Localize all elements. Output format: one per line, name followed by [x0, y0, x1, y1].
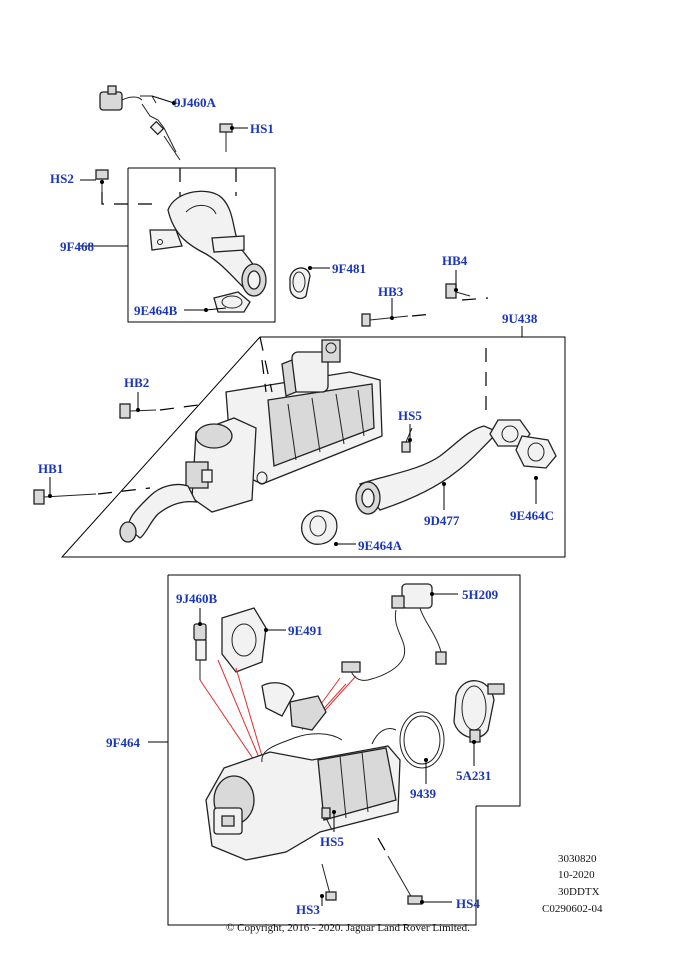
bolt-hb1 [33, 489, 97, 505]
clamp-9f481 [289, 267, 311, 300]
callout-hb3: HB3 [378, 284, 404, 299]
callout-9e464b: 9E464B [134, 303, 178, 318]
callout-9e491: 9E491 [288, 623, 323, 638]
callout-5h209: 5H209 [462, 587, 499, 602]
callout-hs4: HS4 [456, 896, 480, 911]
callout-9e464c: 9E464C [510, 508, 554, 523]
callout-9f464: 9F464 [106, 735, 140, 750]
ref-illustration-code: C0290602-04 [542, 903, 603, 915]
gasket-9e464c [489, 419, 557, 469]
egr-valve-assembly-9f464-frame [167, 574, 521, 926]
bolt-hb3 [361, 313, 409, 327]
egr-pipe-9f468-box [80, 167, 276, 323]
egr-cooler-body [119, 339, 383, 543]
egr-pipe-9d477 [355, 425, 500, 515]
ref-date: 10-2020 [558, 869, 595, 881]
bolt-hs4 [387, 855, 423, 905]
bolt-hb2 [119, 403, 157, 419]
bolt-hs5-top [401, 427, 413, 453]
ref-number: 3030820 [558, 853, 597, 865]
bolt-hb4 [445, 283, 471, 299]
callout-9j460b: 9J460B [176, 591, 218, 606]
copyright-notice: © Copyright, 2016 - 2020. Jaguar Land Ro… [226, 922, 470, 934]
callout-hs3: HS3 [296, 902, 320, 917]
ref-engine-code: 30DDTX [558, 886, 600, 898]
callout-9f468: 9F468 [60, 239, 94, 254]
egr-cooler-assembly-9u438-frame [60, 336, 566, 558]
callout-9439: 9439 [410, 786, 437, 801]
gasket-9e464a [300, 510, 338, 545]
egr-temperature-sensor-9j460a [99, 85, 181, 161]
callout-hs5-bottom: HS5 [320, 834, 344, 849]
o-ring-9439 [399, 711, 445, 769]
callout-hb1: HB1 [38, 461, 63, 476]
bolt-hs5-bottom [321, 807, 333, 831]
callout-5a231: 5A231 [456, 768, 491, 783]
clamp-5a231 [453, 680, 505, 743]
callout-9e464a: 9E464A [358, 538, 403, 553]
red-leader-lines [199, 659, 357, 767]
vacuum-solenoid-5h209 [341, 583, 447, 681]
callout-hs5-top: HS5 [398, 408, 422, 423]
callout-hs2: HS2 [50, 171, 74, 186]
bolt-hs3 [321, 863, 337, 901]
callout-9f481: 9F481 [332, 261, 366, 276]
gasket-9e491 [221, 607, 267, 673]
callout-hb2: HB2 [124, 375, 149, 390]
callout-9j460a: 9J460A [174, 95, 217, 110]
callout-9d477: 9D477 [424, 513, 460, 528]
callout-hb4: HB4 [442, 253, 468, 268]
callout-9u438: 9U438 [502, 311, 538, 326]
egr-valve-body-9f464 [205, 682, 401, 861]
callout-hs1: HS1 [250, 121, 274, 136]
egr-temperature-sensor-9j460b [193, 623, 207, 680]
